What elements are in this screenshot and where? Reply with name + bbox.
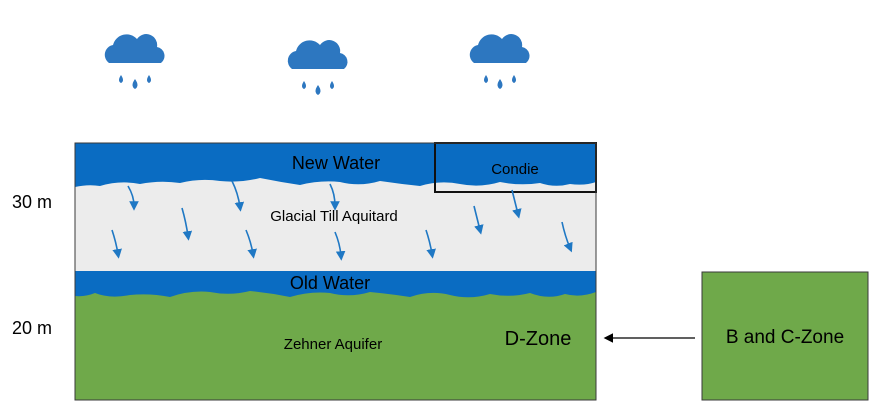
- condie-label: Condie: [491, 161, 539, 178]
- infiltration-arrow: [334, 231, 346, 261]
- zehner-aquifer-label: Zehner Aquifer: [284, 336, 382, 353]
- new-water-label: New Water: [292, 153, 380, 173]
- infiltration-arrow: [473, 205, 484, 235]
- depth-label-30m: 30 m: [12, 192, 52, 212]
- rain-cloud-icon: [469, 34, 530, 89]
- depth-label-20m: 20 m: [12, 318, 52, 338]
- diagram-frame: [74, 142, 597, 401]
- infiltration-arrow: [425, 229, 436, 259]
- infiltration-arrow: [329, 183, 340, 211]
- infiltration-arrow: [511, 189, 522, 219]
- infiltration-arrow: [127, 185, 139, 211]
- new-water-layer: [75, 143, 596, 187]
- bc-zone-label: B and C-Zone: [726, 327, 844, 348]
- infiltration-arrows: [111, 180, 573, 261]
- rain-cloud-icon: [104, 34, 165, 89]
- infiltration-arrow: [231, 180, 245, 212]
- old-water-layer: [75, 271, 596, 298]
- infiltration-arrow: [245, 229, 257, 259]
- infiltration-arrow: [111, 229, 122, 259]
- d-zone-label: D-Zone: [505, 328, 572, 350]
- old-water-label: Old Water: [290, 273, 370, 293]
- glacial-till-label: Glacial Till Aquitard: [270, 208, 398, 225]
- infiltration-arrow: [561, 221, 573, 253]
- infiltration-arrow: [181, 207, 193, 241]
- bc-zone-box: [701, 271, 869, 401]
- zehner-aquifer-layer: [75, 286, 596, 400]
- rain-cloud-icon: [287, 40, 348, 95]
